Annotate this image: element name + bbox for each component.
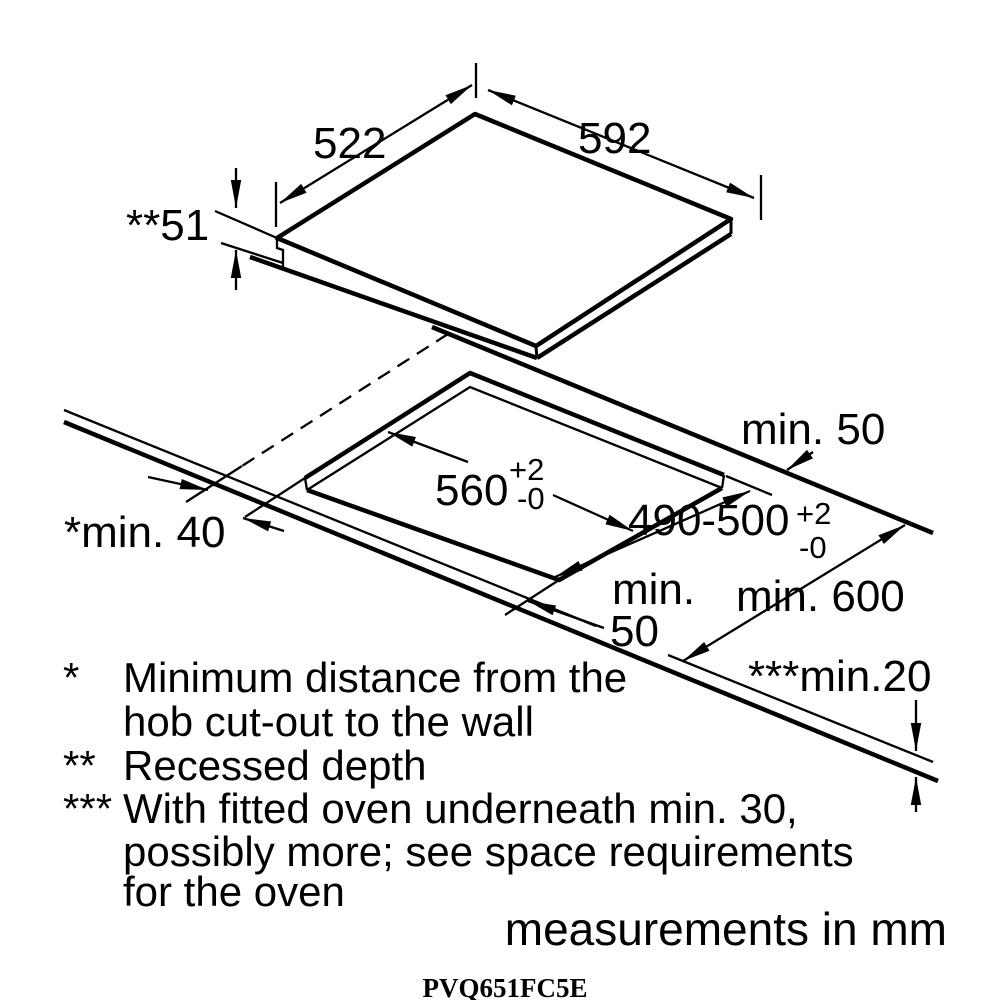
front-clearance-label-line1: min. (612, 565, 695, 614)
front-clearance-label-line2: 50 (610, 607, 659, 656)
footnote-text: With fitted oven underneath min. 30, (123, 785, 798, 832)
recessed-depth-label: **51 (126, 201, 209, 250)
footnote-text: Recessed depth (123, 742, 427, 789)
dim-line-592 (487, 88, 755, 200)
dim-front-clearance: min. 50 (504, 565, 695, 656)
leader-arrow (527, 599, 605, 630)
footnote-marker: * (63, 654, 79, 701)
dim-rear-clearance: min. 50 (741, 405, 885, 471)
dim-worktop-depth: min. 600 (682, 524, 906, 662)
worktop-front-edge-top (63, 408, 597, 628)
dim-line-522 (279, 84, 473, 204)
dim-line-600 (682, 524, 906, 662)
worktop-depth-label: min. 600 (736, 572, 905, 621)
footnote-text: for the oven (123, 868, 345, 915)
extension-line (504, 579, 560, 616)
dim-hob-width: 592 (487, 88, 763, 220)
footnotes: * Minimum distance from the hob cut-out … (63, 654, 854, 915)
worktop-front-edge-top (667, 653, 934, 764)
leader-arrow-right (242, 516, 285, 533)
worktop-drawing (63, 324, 939, 784)
worktop-front-edge-bottom (63, 419, 939, 784)
footnote-text: hob cut-out to the wall (123, 698, 534, 745)
hob-body-right-edge (535, 232, 733, 360)
dim-bottom-gap: ***min.20 (748, 652, 931, 812)
dim-side-clearance: *min. 40 (64, 475, 306, 557)
leader-arrow-left (147, 475, 209, 492)
hob-depth-label: 522 (313, 119, 386, 168)
leader-arrow (786, 449, 814, 471)
dim-hob-depth: 522 (274, 63, 478, 227)
dim-cutout-width: 560 +2 -0 (387, 430, 634, 533)
hob-top-plane-reference-line (214, 209, 278, 240)
worktop-back-edge (431, 324, 934, 536)
cutout-outer-back-edges (303, 370, 725, 480)
extension-line (244, 477, 306, 518)
dim-line-490-500 (554, 489, 751, 579)
side-clearance-label: *min. 40 (64, 508, 225, 557)
cutout-left-corner-vertical (303, 477, 309, 491)
cutout-width-tolerance-plus: +2 (509, 452, 544, 487)
cutout-inner-back-edges (306, 385, 723, 491)
cutout-width-label: 560 (435, 466, 508, 515)
cutout-right-corner-vertical (720, 474, 726, 489)
bottom-gap-label: ***min.20 (748, 652, 931, 701)
extension-line (725, 474, 773, 497)
hob-bottom-plane-reference-line (220, 241, 284, 265)
dim-line-560-b (552, 493, 634, 533)
model-number: PVQ651FC5E (423, 973, 588, 1000)
dim-cutout-depth: 490-500 +2 -0 (554, 474, 831, 579)
cutout-depth-tolerance-minus: -0 (799, 530, 827, 565)
hob-drawing (214, 111, 734, 361)
hob-rim-step (275, 238, 285, 268)
cutout-depth-label: 490-500 (628, 496, 789, 545)
footnote-marker: ** (63, 742, 96, 789)
footnote-marker: *** (63, 785, 112, 832)
rear-clearance-label: min. 50 (741, 405, 885, 454)
footnote-text: possibly more; see space requirements (123, 828, 854, 875)
cutout-depth-tolerance-plus: +2 (796, 496, 831, 531)
footnote-text: Minimum distance from the (123, 654, 627, 701)
side-wall-line-tail (185, 465, 243, 503)
hob-body-left-edge (249, 254, 538, 361)
units-note: measurements in mm (505, 903, 947, 955)
cutout-width-tolerance-minus: -0 (517, 481, 545, 516)
side-wall-dashed-line (241, 333, 449, 467)
dim-recessed-depth: **51 (126, 168, 242, 290)
dim-line-560-a (387, 430, 469, 464)
hob-width-label: 592 (578, 114, 651, 163)
